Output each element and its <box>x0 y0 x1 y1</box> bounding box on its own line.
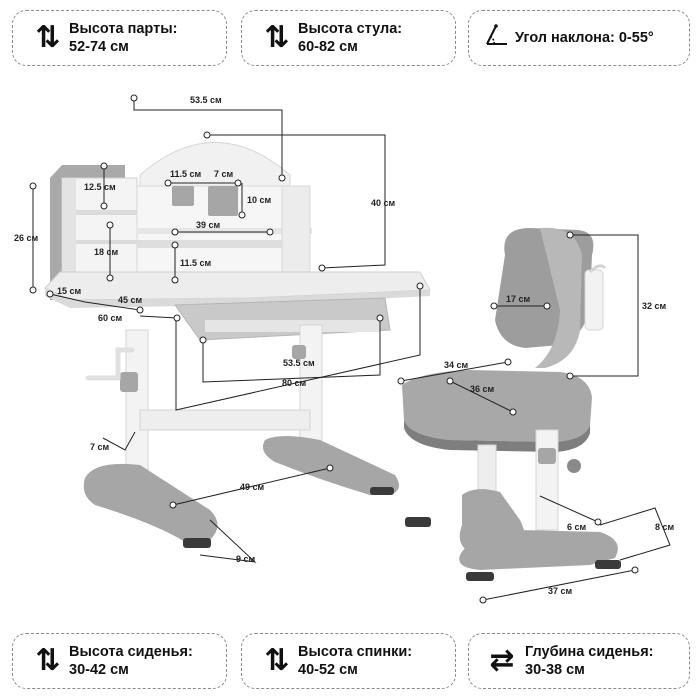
dimension-endpoints <box>29 94 639 604</box>
up-down-arrows-icon: ⇅ <box>35 643 61 678</box>
seat-height-value: 30-42 см <box>69 662 129 678</box>
up-down-arrows-icon: ⇅ <box>264 20 290 55</box>
dim-seat-depth: 36 см <box>470 384 495 394</box>
dim-board-height: 40 см <box>371 198 396 208</box>
up-down-arrows-icon: ⇅ <box>35 20 61 55</box>
back-height-label: Высота спинки: <box>298 643 413 660</box>
seat-height-card: ⇅ Высота сиденья: 30-42 см <box>12 633 227 689</box>
dim-holder-height: 10 см <box>247 195 272 205</box>
dim-top-width: 53.5 см <box>190 95 222 105</box>
dim-foot-width: 9 см <box>236 554 256 564</box>
dim-niche-height: 18 см <box>94 247 119 257</box>
dim-back-height: 32 см <box>642 301 667 311</box>
desk-height-label: Высота парты: <box>69 20 178 37</box>
chair-height-label: Высота стула: <box>298 20 403 37</box>
dim-top-depth: 45 см <box>118 295 143 305</box>
seat-depth-label: Глубина сиденья: <box>525 643 654 660</box>
seat-depth-card: ⇄ Глубина сиденья: 30-38 см <box>468 633 690 689</box>
dim-shelf-depth: 12.5 см <box>84 182 116 192</box>
tilt-angle-label: Угол наклона: 0-55° <box>515 29 654 46</box>
back-height-card: ⇅ Высота спинки: 40-52 см <box>241 633 456 689</box>
dim-seat-width: 34 см <box>444 360 469 370</box>
dim-chair-base: 37 см <box>548 586 573 596</box>
dim-back-width: 17 см <box>506 294 531 304</box>
dim-side-height: 26 см <box>14 233 39 243</box>
tilt-angle-card: Угол наклона: 0-55° <box>468 10 690 66</box>
dim-side-depth: 15 см <box>57 286 82 296</box>
chair-height-value: 60-82 см <box>298 39 358 55</box>
dimension-labels: 53.5 см 12.5 см 11.5 см 7 см 10 см 40 см… <box>14 95 675 596</box>
dim-slot-b: 7 см <box>214 169 234 179</box>
dim-desk-depth: 60 см <box>98 313 123 323</box>
desk-height-value: 52-74 см <box>69 39 129 55</box>
chair-height-card: ⇅ Высота стула: 60-82 см <box>241 10 456 66</box>
seat-depth-value: 30-38 см <box>525 662 585 678</box>
dim-slot-a: 11.5 см <box>170 169 202 179</box>
dim-post-width: 6 см <box>567 522 587 532</box>
dim-chair-foot-height: 8 см <box>655 522 675 532</box>
dim-leg-width: 7 см <box>90 442 110 452</box>
desk-height-card: ⇅ Высота парты: 52-74 см <box>12 10 227 66</box>
seat-height-label: Высота сиденья: <box>69 643 193 660</box>
dimension-lines <box>32 98 671 601</box>
left-right-arrows-icon: ⇄ <box>489 643 515 678</box>
dim-shelf-width: 39 см <box>196 220 221 230</box>
up-down-arrows-icon: ⇅ <box>264 643 290 678</box>
dim-desk-width: 80 см <box>282 378 307 388</box>
dim-base-length: 49 см <box>240 482 265 492</box>
tilt-angle-icon <box>479 22 515 54</box>
back-height-value: 40-52 см <box>298 662 358 678</box>
dim-gap-height: 11.5 см <box>180 258 212 268</box>
chair-illustration <box>402 227 621 581</box>
dim-drawer-width: 53.5 см <box>283 358 315 368</box>
